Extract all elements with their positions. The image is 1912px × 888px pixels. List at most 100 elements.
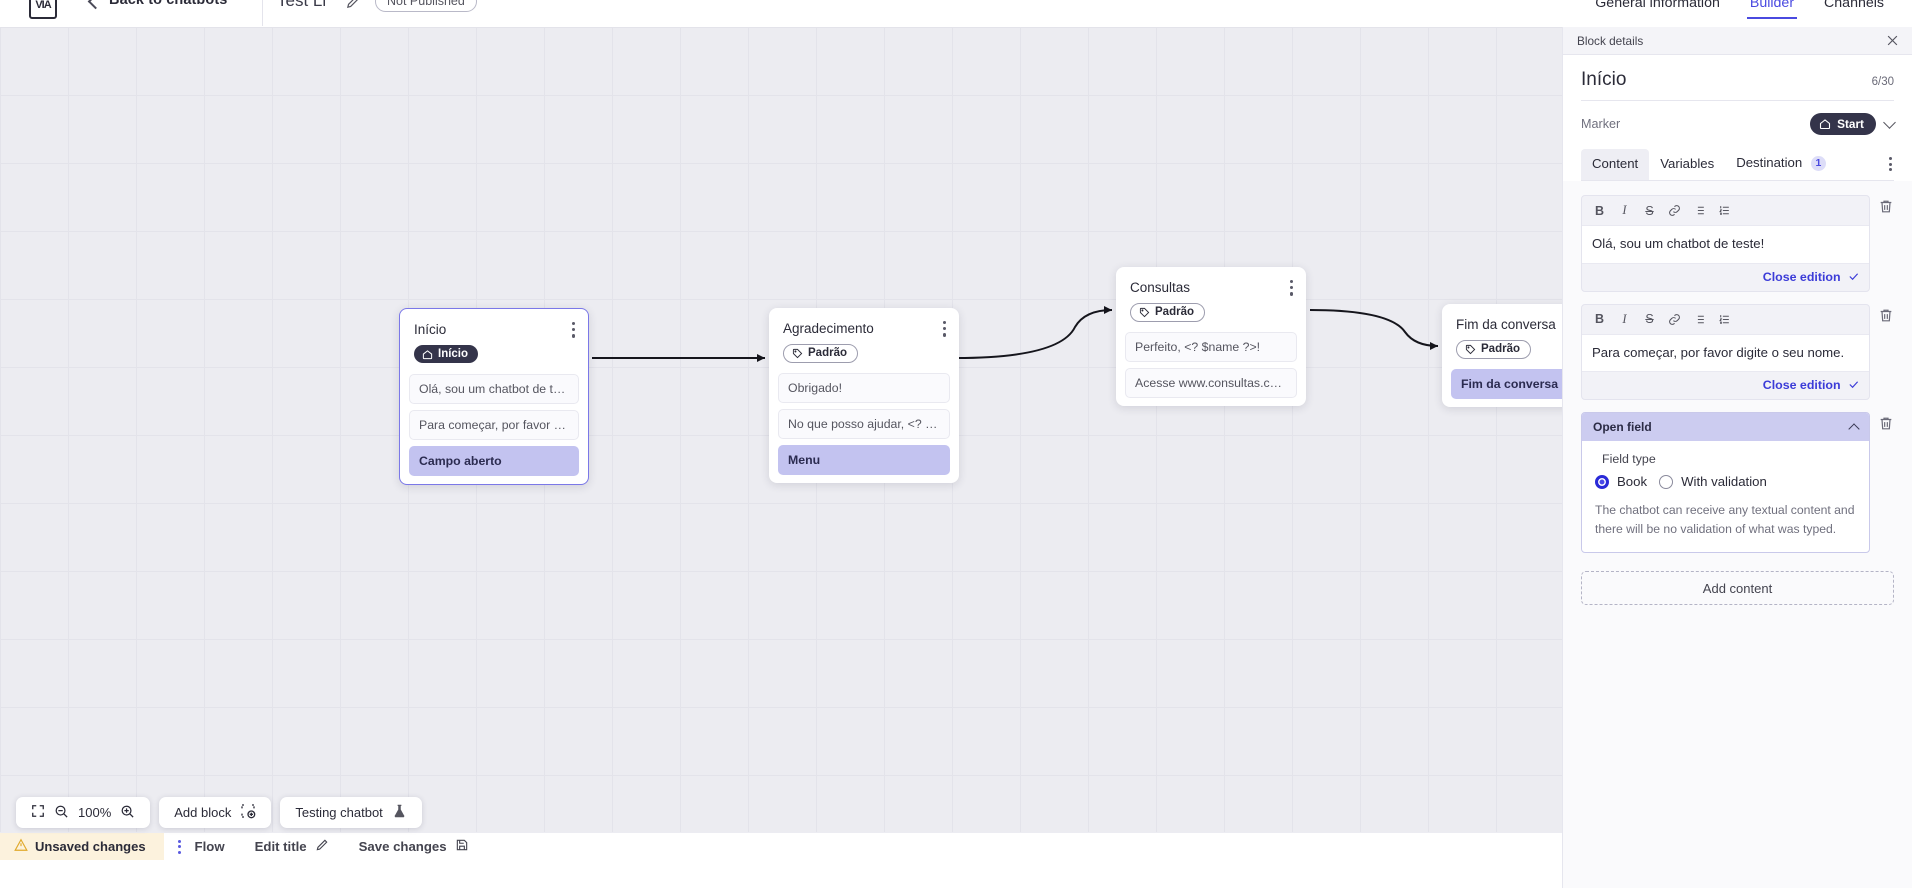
back-chevron-icon[interactable] [87,0,104,10]
chevron-up-icon [1848,423,1860,435]
field-type-label: Field type [1602,452,1656,467]
delete-content-icon[interactable] [1878,307,1894,324]
numbered-list-icon[interactable] [1712,200,1737,221]
node-title: Agradecimento [783,321,874,336]
flow-node-inicio[interactable]: Início Início Olá, sou um chatbot de tes… [399,308,589,485]
open-field-header[interactable]: Open field [1582,413,1869,442]
tab-content[interactable]: Content [1581,149,1650,180]
rich-text-editor[interactable]: B I S [1581,303,1870,401]
flow-node-fim-da-conversa[interactable]: Fim da conversa Padrão Fim da conversa [1442,304,1562,407]
field-type-description: The chatbot can receive any textual cont… [1595,503,1855,536]
node-menu-button[interactable] [572,322,576,338]
radio-book[interactable]: Book [1595,474,1647,489]
node-message-accent[interactable]: Campo aberto [409,445,579,476]
italic-icon[interactable]: I [1622,311,1627,326]
node-message[interactable]: Olá, sou um chatbot de teste! [409,373,579,404]
marker-value: Start [1837,117,1864,131]
bullet-list-icon[interactable] [1687,200,1712,221]
block-details-panel: Block details Início 6/30 Marker [1562,27,1912,888]
bold-icon[interactable]: B [1594,203,1605,218]
panel-tabs-more-button[interactable] [1889,157,1892,171]
node-tag-label: Início [438,348,469,360]
node-menu-button[interactable] [943,321,947,337]
radio-book-dot [1595,474,1609,489]
node-message[interactable]: No que posso ajudar, <? $name ... [778,408,950,439]
block-counter: 6/30 [1871,76,1894,88]
delete-content-icon[interactable] [1878,198,1894,215]
logo-text: VIA [35,0,51,11]
node-header: Início Início [400,309,588,365]
node-message[interactable]: Perfeito, <? $name ?>! [1125,331,1297,362]
warning-icon [14,838,28,855]
close-edition-label: Close edition [1762,378,1841,393]
link-icon[interactable] [1662,309,1687,330]
node-message-accent[interactable]: Fim da conversa [1451,368,1562,399]
flow-button[interactable]: Flow [195,839,225,854]
bullet-list-icon[interactable] [1687,309,1712,330]
tab-variables[interactable]: Variables [1649,149,1725,180]
strikethrough-icon[interactable]: S [1645,312,1654,327]
tag-icon [792,348,803,358]
italic-icon[interactable]: I [1622,203,1627,217]
status-more-button[interactable] [177,839,181,854]
strikethrough-icon[interactable]: S [1645,203,1654,218]
node-menu-button[interactable] [1290,280,1294,296]
close-edition-button[interactable]: Close edition [1582,264,1869,291]
zoom-in-icon[interactable] [120,804,135,822]
radio-with-validation[interactable]: With validation [1659,474,1767,489]
field-type-radio-group: Book With validation [1595,474,1856,489]
node-header: Fim da conversa Padrão [1442,304,1562,360]
home-icon [422,349,433,359]
chevron-down-icon [1883,115,1896,129]
tab-variables-label: Variables [1660,156,1715,171]
node-tag-label: Padrão [808,347,847,359]
rich-text-editor[interactable]: B I S [1581,195,1870,292]
node-header: Consultas Padrão [1116,267,1306,323]
flow-node-agradecimento[interactable]: Agradecimento Padrão Obrigado! No que po… [769,308,959,483]
flow-canvas[interactable]: Início Início Olá, sou um chatbot de tes… [0,27,1562,860]
zoom-level-label: 100% [78,805,112,820]
bold-icon[interactable]: B [1594,312,1605,327]
save-changes-button[interactable]: Save changes [359,838,469,855]
flask-icon [392,803,407,822]
edit-title-pencil-icon[interactable] [345,0,362,15]
testing-chatbot-button[interactable]: Testing chatbot [280,797,422,828]
node-message-accent[interactable]: Menu [778,444,950,475]
top-divider [262,0,263,26]
node-message[interactable]: Para começar, por favor digite o ... [409,409,579,440]
radio-book-label: Book [1617,474,1648,490]
link-icon[interactable] [1662,200,1687,221]
status-bar: Unsaved changes Flow Edit title Save cha… [0,832,1562,860]
editor-text[interactable]: Para começar, por favor digite o seu nom… [1582,333,1869,373]
node-message[interactable]: Obrigado! [778,372,950,403]
node-tag-default: Padrão [783,344,858,363]
edit-title-button[interactable]: Edit title [255,838,329,855]
open-field-body: Field type Book With validation The [1582,441,1869,552]
close-edition-button[interactable]: Close edition [1582,372,1869,399]
tab-destination[interactable]: Destination 1 [1725,148,1837,180]
tab-general-information[interactable]: General information [1595,0,1720,11]
zoom-out-icon[interactable] [54,804,69,822]
tab-channels[interactable]: Channels [1824,0,1884,11]
editor-text[interactable]: Olá, sou um chatbot de teste! [1582,225,1869,264]
app-logo-icon[interactable]: VIA [29,0,57,19]
numbered-list-icon[interactable] [1712,309,1737,330]
tab-builder[interactable]: Builder [1746,0,1798,20]
add-content-button[interactable]: Add content [1581,571,1894,606]
panel-title: Início [1581,69,1627,90]
back-to-chatbots-link[interactable]: Back to chatbots [109,0,228,8]
marker-select[interactable]: Start [1810,113,1896,135]
editor-toolbar: B I S [1582,196,1869,225]
node-messages: Perfeito, <? $name ?>! Acesse www.consul… [1116,323,1306,398]
fit-screen-icon[interactable] [31,804,45,821]
close-icon[interactable] [1885,33,1900,48]
node-messages: Olá, sou um chatbot de teste! Para começ… [400,365,588,476]
node-message[interactable]: Acesse www.consultas.com par... [1125,367,1297,398]
delete-open-field-icon[interactable] [1878,415,1894,432]
node-tag-label: Padrão [1155,306,1194,318]
flow-node-consultas[interactable]: Consultas Padrão Perfeito, <? $name ?>! … [1116,267,1306,406]
node-messages: Obrigado! No que posso ajudar, <? $name … [769,364,959,475]
marker-row: Marker Start [1581,101,1896,148]
add-block-button[interactable]: Add block [159,797,272,828]
